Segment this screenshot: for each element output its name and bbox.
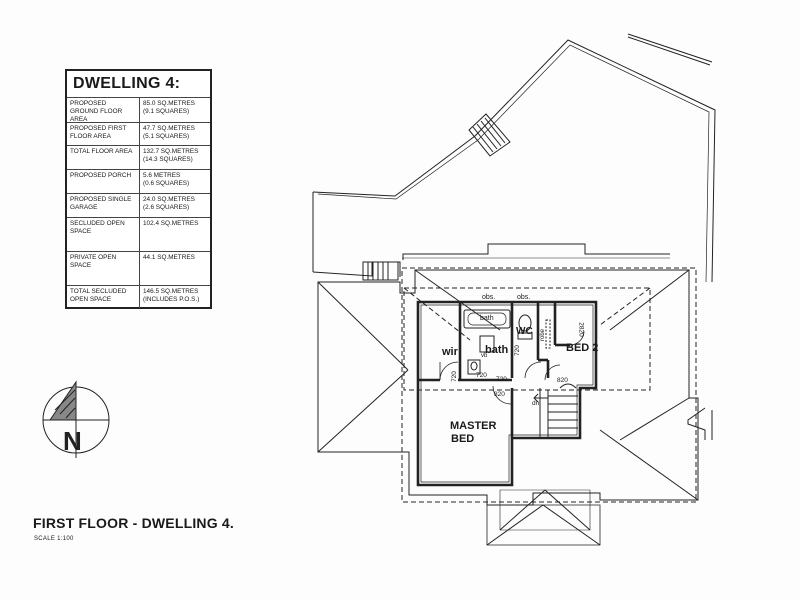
- drawing-scale: SCALE 1:100: [34, 536, 74, 542]
- schedule-value: 85.0 SQ.METRES: [143, 100, 195, 107]
- wc-room-label: WC: [516, 326, 533, 337]
- schedule-label: TOTAL SECLUDED OPEN SPACE: [67, 286, 140, 308]
- schedule-value: 24.0 SQ.METRES: [143, 196, 195, 203]
- schedule-value-sq: (9.1 SQUARES): [143, 108, 190, 115]
- schedule-row: PROPOSED FIRST FLOOR AREA 47.7 SQ.METRES…: [67, 122, 210, 146]
- bath-fixtures: [463, 309, 551, 375]
- bath-tub-label: bath: [480, 315, 494, 322]
- schedule-title: DWELLING 4:: [67, 71, 210, 98]
- area-schedule-table: DWELLING 4: PROPOSED GROUND FLOOR AREA 8…: [65, 69, 212, 309]
- schedule-row: PROPOSED GROUND FLOOR AREA 85.0 SQ.METRE…: [67, 97, 210, 123]
- schedule-value: 132.7 SQ.METRES: [143, 148, 199, 155]
- north-point: [42, 380, 110, 458]
- door-width-label: 720: [476, 372, 487, 379]
- drawing-title: FIRST FLOOR - DWELLING 4.: [33, 515, 234, 531]
- schedule-label: SECLUDED OPEN SPACE: [67, 218, 140, 252]
- schedule-label: TOTAL FLOOR AREA: [67, 146, 140, 170]
- door-width-label: 820: [557, 377, 568, 384]
- schedule-row: PROPOSED PORCH 5.6 METRES(0.6 SQUARES): [67, 169, 210, 194]
- boundary-stairs: [362, 113, 511, 281]
- schedule-value-sq: (2.6 SQUARES): [143, 204, 190, 211]
- schedule-value-sq: (INCLUDES P.O.S.): [143, 296, 200, 303]
- upper-floor-walls: [416, 300, 598, 487]
- schedule-label: PROPOSED SINGLE GARAGE: [67, 194, 140, 218]
- schedule-value-sq: (0.6 SQUARES): [143, 180, 190, 187]
- schedule-row: PROPOSED SINGLE GARAGE 24.0 SQ.METRES(2.…: [67, 193, 210, 218]
- robe-label: robe: [540, 328, 547, 342]
- schedule-value: 102.4 SQ.METRES: [143, 220, 199, 227]
- obs-label: obs.: [482, 294, 496, 301]
- obs-label: obs.: [517, 294, 531, 301]
- schedule-value: 44.1 SQ.METRES: [143, 254, 195, 261]
- master-bed-label-2: BED: [451, 433, 475, 445]
- schedule-value: 5.6 METRES: [143, 172, 181, 179]
- door-swings: [439, 330, 585, 405]
- schedule-label: PROPOSED PORCH: [67, 170, 140, 194]
- bath-room-label: bath: [485, 344, 509, 356]
- upper-roof-dashed: [401, 267, 697, 503]
- door-width-label: 2820: [577, 322, 585, 337]
- wir-room-label: wir: [442, 346, 458, 358]
- roof-outline: [317, 269, 699, 546]
- stair-down-label: dn: [532, 400, 540, 407]
- site-boundary: [312, 33, 716, 440]
- master-bed-label: MASTER: [450, 420, 497, 432]
- door-width-label: 720: [513, 345, 521, 356]
- schedule-label: PROPOSED GROUND FLOOR AREA: [67, 98, 140, 123]
- bed2-room-label: BED 2: [566, 342, 599, 354]
- door-width-label: 820: [494, 391, 505, 398]
- schedule-value-sq: (5.1 SQUARES): [143, 133, 190, 140]
- schedule-label: PRIVATE OPEN SPACE: [67, 252, 140, 286]
- door-width-label: 720: [450, 371, 458, 382]
- schedule-row: TOTAL FLOOR AREA 132.7 SQ.METRES(14.3 SQ…: [67, 145, 210, 170]
- schedule-label: PROPOSED FIRST FLOOR AREA: [67, 123, 140, 146]
- schedule-row: TOTAL SECLUDED OPEN SPACE 146.5 SQ.METRE…: [67, 285, 210, 308]
- vanity-label: vb: [481, 353, 488, 359]
- schedule-value-sq: (14.3 SQUARES): [143, 156, 193, 163]
- schedule-value: 47.7 SQ.METRES: [143, 125, 195, 132]
- stair: [533, 383, 580, 439]
- schedule-value: 146.5 SQ.METRES: [143, 288, 199, 295]
- schedule-row: SECLUDED OPEN SPACE 102.4 SQ.METRES: [67, 217, 210, 252]
- schedule-row: PRIVATE OPEN SPACE 44.1 SQ.METRES: [67, 251, 210, 286]
- north-letter: N: [63, 426, 82, 456]
- door-width-label: 720: [496, 376, 507, 383]
